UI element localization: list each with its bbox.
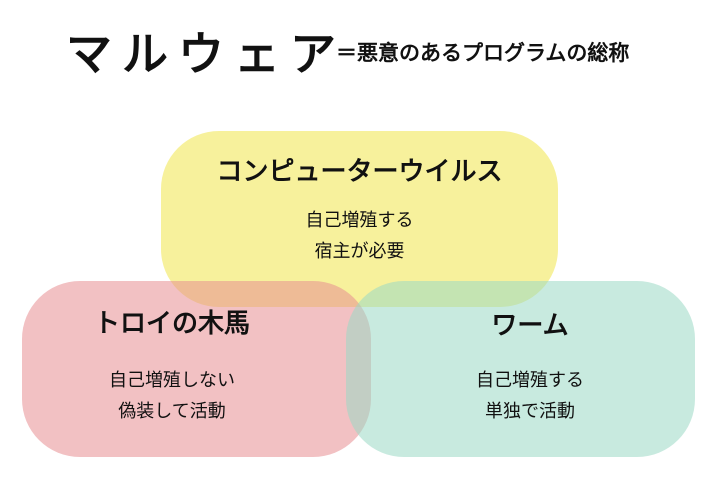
trojan-desc-line1: 自己増殖しない (109, 370, 235, 391)
trojan-box (22, 281, 371, 457)
trojan-heading: トロイの木馬 (93, 309, 250, 339)
worm-box (346, 281, 695, 457)
virus-heading: コンピューターウイルス (216, 157, 503, 187)
virus-desc-line1: 自己増殖する (305, 210, 414, 231)
virus-box (161, 131, 558, 307)
trojan-desc-line2: 偽装して活動 (118, 401, 226, 422)
worm-desc-line1: 自己増殖する (476, 370, 584, 391)
worm-desc-line2: 単独で活動 (485, 401, 575, 422)
diagram-title: マルウェア (66, 27, 346, 81)
diagram-subtitle: ＝悪意のあるプログラムの総称 (336, 41, 630, 65)
virus-desc-line2: 宿主が必要 (314, 241, 405, 262)
worm-heading: ワーム (491, 311, 569, 341)
